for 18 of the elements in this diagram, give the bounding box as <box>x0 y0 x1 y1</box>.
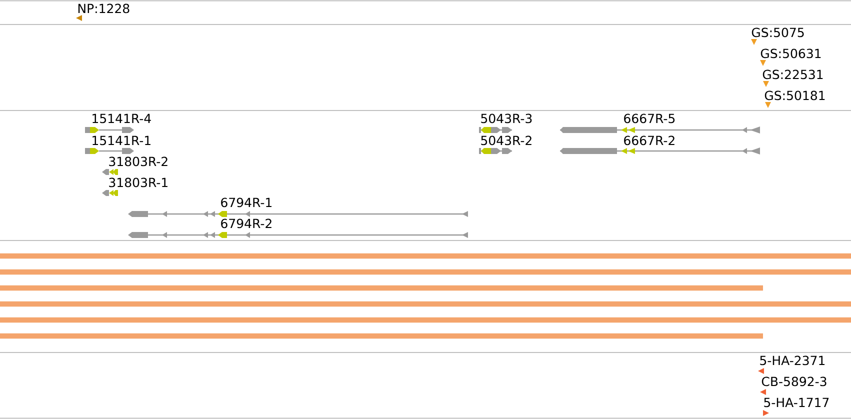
feature-label: CB-5892-3 <box>762 376 826 386</box>
feature-label: 31803R-1 <box>109 178 168 188</box>
feature-label: NP:1228 <box>78 4 130 14</box>
feature-label: 5-HA-1717 <box>764 398 829 408</box>
feature-label: 15141R-1 <box>92 136 150 146</box>
feature-label: 15141R-4 <box>92 114 151 124</box>
feature-label: 5043R-2 <box>481 136 532 146</box>
feature-label: 6667R-2 <box>624 136 674 146</box>
feature-label: 5043R-3 <box>481 114 532 124</box>
feature-label: GS:22531 <box>762 70 823 80</box>
feature-label: 6794R-2 <box>221 218 272 228</box>
feature-label: 31803R-2 <box>109 156 168 166</box>
feature-label: GS:5075 <box>752 28 804 38</box>
feature-label: 5-HA-2371 <box>760 356 825 366</box>
feature-label: GS:50631 <box>760 48 821 58</box>
feature-label: GS:50181 <box>764 90 825 100</box>
feature-label: 6794R-1 <box>221 198 272 208</box>
feature-label: 6667R-5 <box>624 114 675 124</box>
